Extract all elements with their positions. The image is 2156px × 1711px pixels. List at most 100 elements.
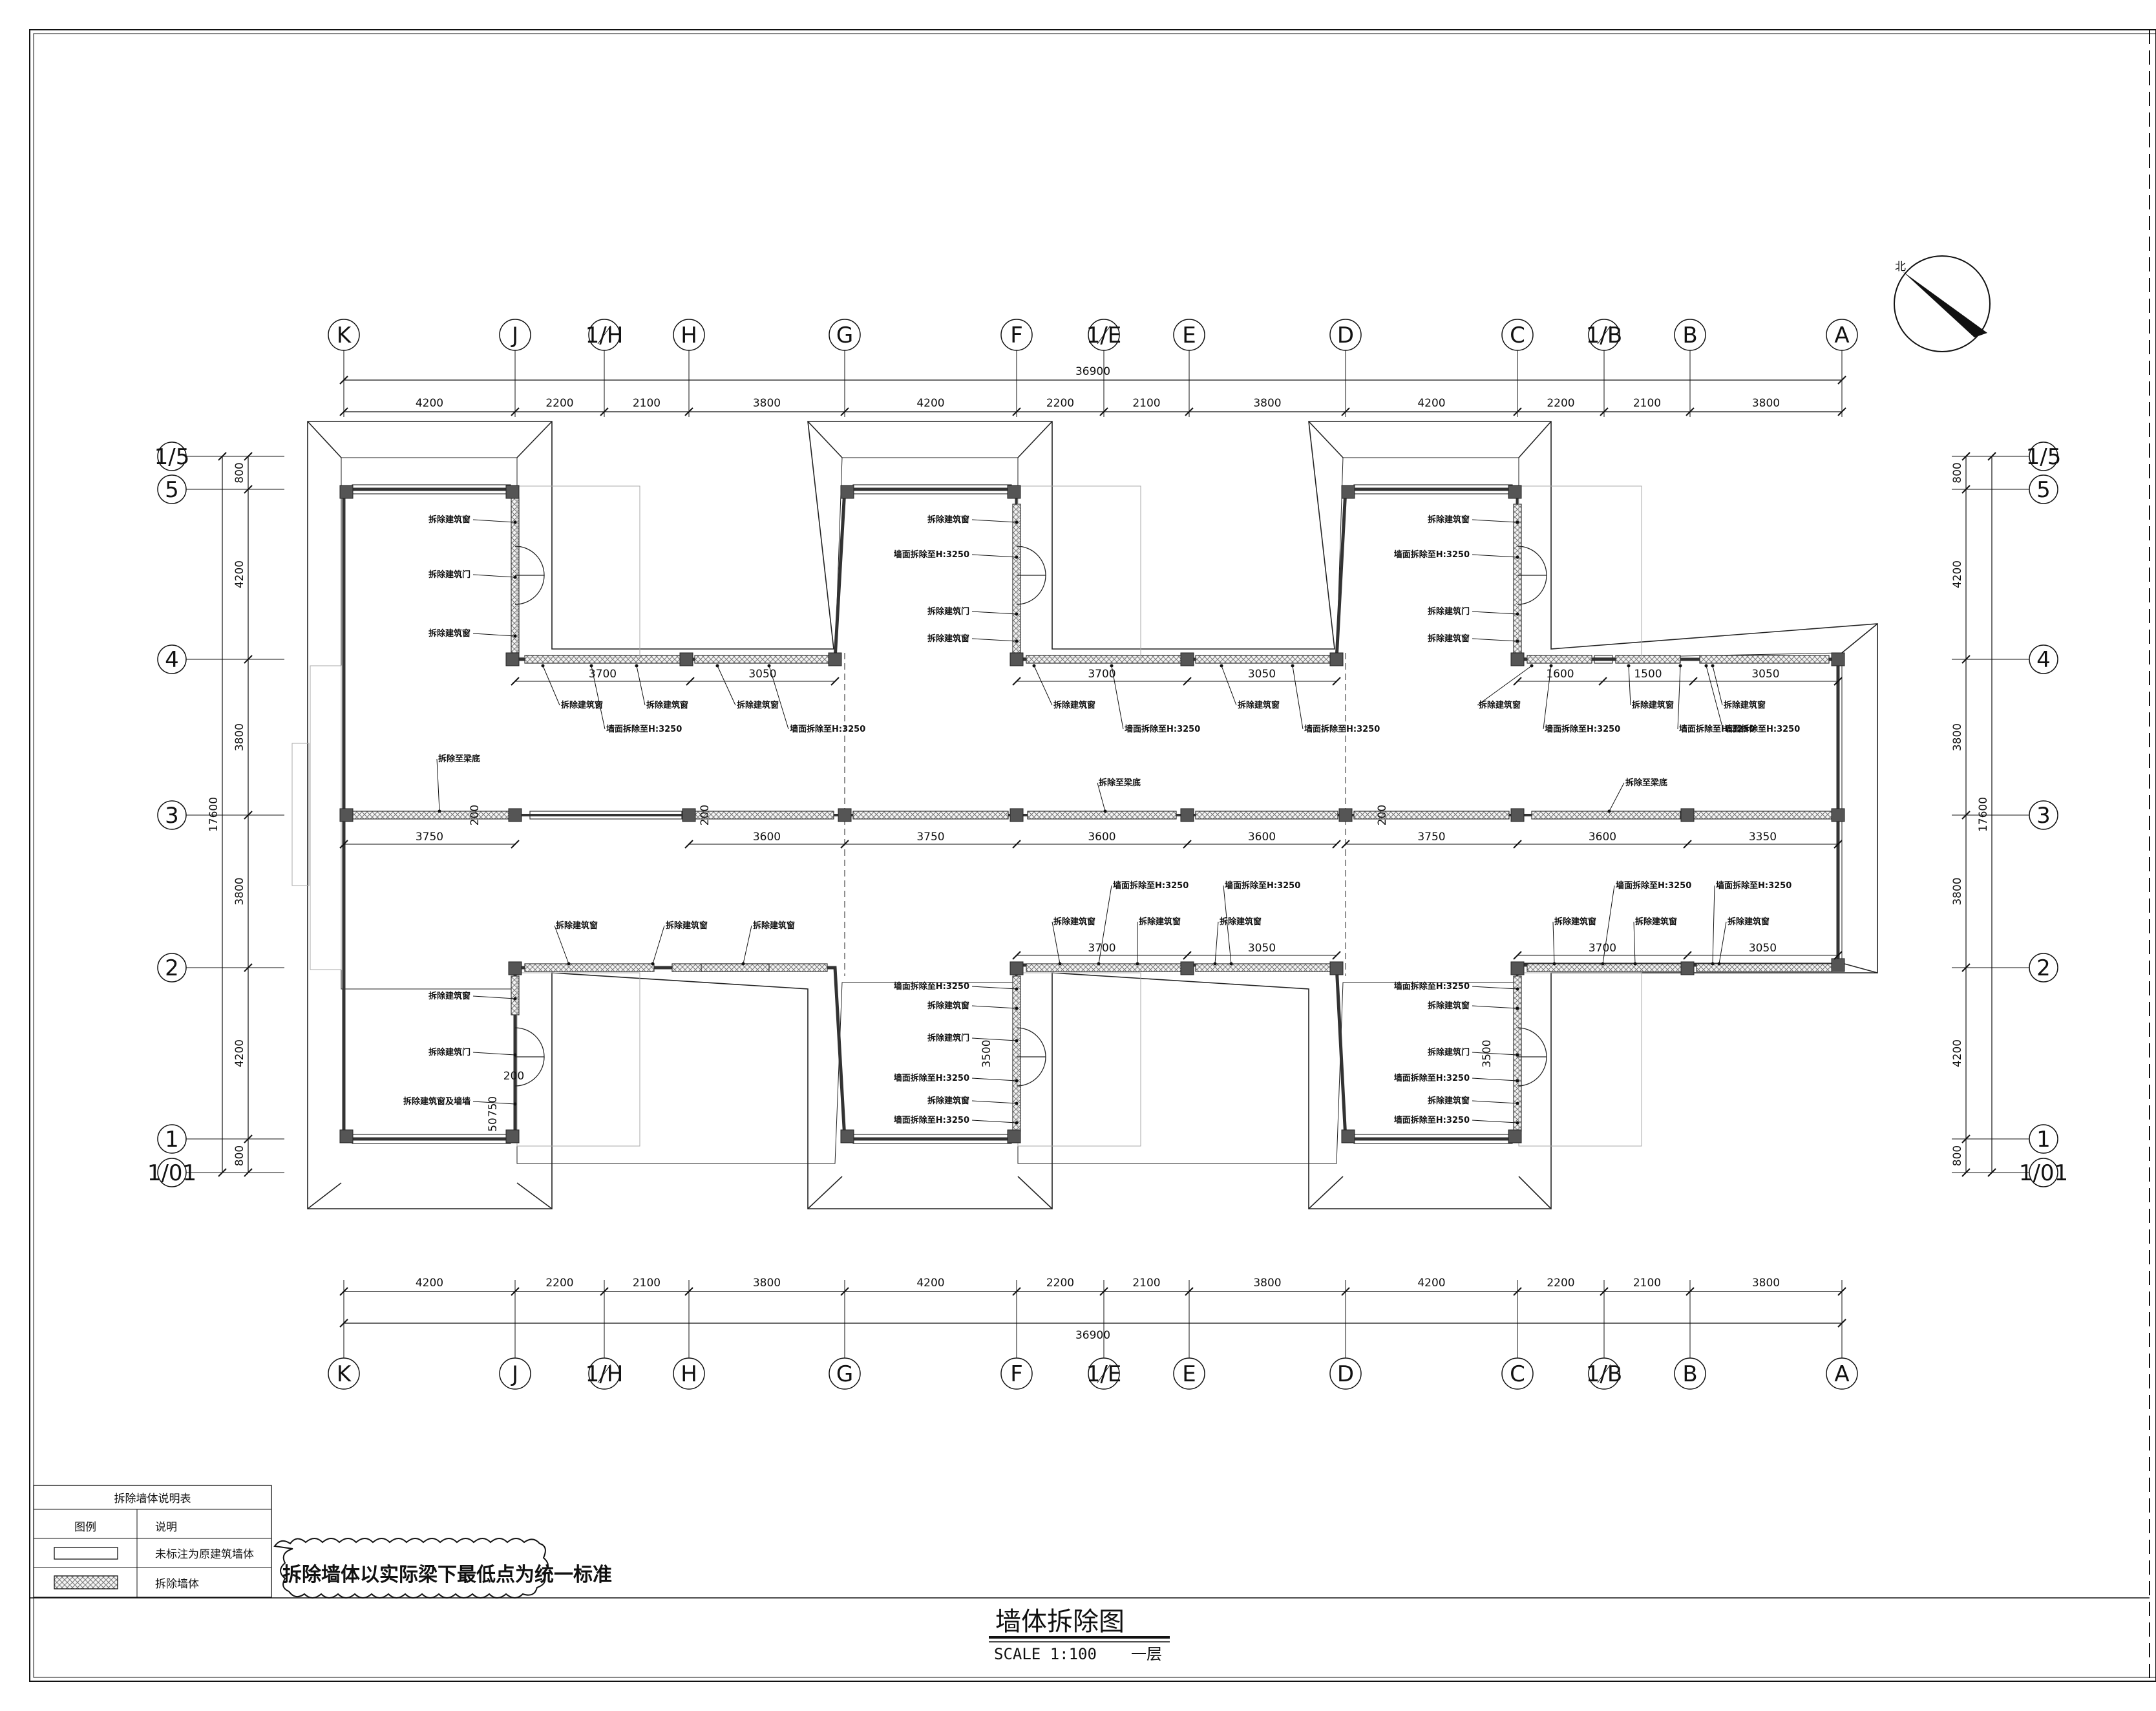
dimension-value: 3700 xyxy=(1589,942,1616,955)
axis-bubble-J-bottom: J xyxy=(499,1357,531,1390)
axis-bubble-1-5-right: 1/5 xyxy=(2026,441,2061,471)
axis-label: A xyxy=(1834,1361,1849,1387)
axis-bubble-4-left: 4 xyxy=(157,644,187,674)
axis-label: 1/01 xyxy=(2019,1160,2068,1186)
annotation-wall: 墙面拆除至H:3250 xyxy=(1394,1115,1519,1125)
courtyard-lines xyxy=(291,485,1642,1147)
annotation-text: 拆除建筑窗 xyxy=(666,920,708,931)
axis-bubble-4-right: 4 xyxy=(2029,644,2058,674)
annotation-text: 拆除建筑门 xyxy=(927,1033,969,1043)
windows xyxy=(352,484,1613,1144)
dimension-value: 3050 xyxy=(1751,668,1779,681)
legend-demolition-wall-text: 拆除墙体 xyxy=(155,1578,199,1591)
dimension-value: 3800 xyxy=(1253,1277,1281,1290)
title-block: 墙体拆除图 SCALE 1:100 一层 xyxy=(989,1607,1170,1663)
dimension-value: 3800 xyxy=(233,877,246,905)
annotation-window: 拆除建筑窗 xyxy=(1717,917,1770,966)
axis-bubble-A-bottom: A xyxy=(1826,1357,1858,1390)
dimension-value: 3800 xyxy=(1752,397,1780,410)
annotation-wall: 墙面拆除至H:3250 xyxy=(1711,880,1791,966)
axis-label: J xyxy=(511,1361,518,1387)
axis-bubble-1-01-left: 1/01 xyxy=(147,1158,196,1187)
annotation-text: 拆除建筑窗 xyxy=(1428,1001,1470,1011)
axis-label: D xyxy=(1337,323,1354,348)
annotation-text: 墙面拆除至H:3250 xyxy=(1125,724,1200,734)
annotation-text: 拆除建筑窗 xyxy=(927,515,969,525)
dimension-value: 800 xyxy=(233,462,246,483)
annotation-window: 拆除建筑窗 xyxy=(1428,515,1519,525)
dimension-value: 3600 xyxy=(1088,831,1115,844)
annotation-text: 墙面拆除至H:3250 xyxy=(1113,880,1189,891)
axis-label: 5 xyxy=(165,477,179,503)
north-arrow: 北 xyxy=(1894,255,1991,352)
annotation-door: 拆除建筑门 xyxy=(927,606,1019,617)
axis-label: F xyxy=(1010,323,1023,348)
annotation-text: 拆除建筑窗 xyxy=(1554,917,1596,927)
annotation-text: 拆除建筑窗 xyxy=(927,1096,969,1106)
annotation-window: 拆除建筑窗 xyxy=(927,1096,1019,1106)
annotation-text: 拆除建筑窗 xyxy=(428,515,470,525)
annotation-text: 拆除建筑窗 xyxy=(753,920,795,931)
axis-bubble-1-5-left: 1/5 xyxy=(154,441,189,471)
axis-label: H xyxy=(681,1361,697,1387)
axis-bubble-K-bottom: K xyxy=(328,1357,360,1390)
axis-bubble-G-bottom: G xyxy=(829,1357,861,1390)
note-text: 拆除墙体以实际梁下最低点为统一标准 xyxy=(282,1564,612,1586)
axis-label: B xyxy=(1682,1361,1697,1387)
annotation-window: 拆除建筑窗 xyxy=(715,664,779,710)
annotation-text: 拆除建筑窗 xyxy=(1139,917,1181,927)
annotation-text: 墙面拆除至H:3250 xyxy=(1716,880,1791,891)
dimension-value: 800 xyxy=(1951,462,1964,483)
annotation-wall: 墙面拆除至H:3250 xyxy=(1394,549,1519,560)
axis-bubble-H-bottom: H xyxy=(673,1357,705,1390)
annotation-text: 墙面拆除至H:3250 xyxy=(1616,880,1691,891)
dimension-value: 200 xyxy=(699,805,712,825)
dimension-value: 3050 xyxy=(1248,942,1276,955)
dimension-total: 17600 xyxy=(207,797,220,832)
annotation-window: 拆除建筑窗 xyxy=(635,664,688,710)
dimension-value: 1500 xyxy=(1634,668,1662,681)
annotation-text: 拆除建筑窗 xyxy=(1632,700,1674,710)
north-label: 北 xyxy=(1895,260,1906,273)
floor-plan xyxy=(291,421,1878,1209)
dimension-value: 800 xyxy=(1951,1145,1964,1166)
axis-label: K xyxy=(337,323,352,348)
annotation-text: 墙面拆除至H:3250 xyxy=(1394,1073,1470,1083)
axis-bubble-1-left: 1 xyxy=(157,1124,187,1154)
legend-col-symbol: 图例 xyxy=(74,1521,96,1534)
dimension-value: 2200 xyxy=(1046,397,1074,410)
dimension-value: 4200 xyxy=(233,1039,246,1067)
dimension-value: 3800 xyxy=(753,1277,781,1290)
axis-label: B xyxy=(1682,323,1697,348)
axis-label: 1/E xyxy=(1086,1361,1122,1387)
axis-label: C xyxy=(1510,1361,1525,1387)
annotation-text: 拆除建筑窗 xyxy=(646,700,688,710)
axis-label: 1 xyxy=(2036,1127,2051,1153)
axis-label: 3 xyxy=(2036,803,2051,829)
axis-bubble-C-top: C xyxy=(1501,319,1534,351)
axis-label: 3 xyxy=(165,803,179,829)
annotation-door: 拆除建筑门 xyxy=(428,1047,517,1057)
annotation-text: 拆除建筑窗 xyxy=(428,991,470,1001)
axis-label: 4 xyxy=(2036,647,2051,673)
axis-bubble-B-top: B xyxy=(1674,319,1706,351)
dimension-total: 17600 xyxy=(1977,797,1990,832)
axis-label: G xyxy=(836,323,853,348)
axis-bubble-G-top: G xyxy=(829,319,861,351)
annotation-wall: 墙面拆除至H:3250 xyxy=(1097,880,1189,966)
axis-bubble-1-E-bottom: 1/E xyxy=(1086,1357,1122,1390)
axis-label: 1/B xyxy=(1586,323,1622,348)
annotation-window: 拆除建筑窗 xyxy=(1477,664,1534,710)
annotation-door: 拆除建筑门 xyxy=(428,569,517,580)
axis-label: 1 xyxy=(165,1127,179,1153)
annotation-window: 拆除建筑窗 xyxy=(741,920,795,966)
annotation-text: 拆除至梁底 xyxy=(438,754,480,764)
annotation-beam: 拆除至梁底 xyxy=(1097,778,1141,813)
axis-bubble-B-bottom: B xyxy=(1674,1357,1706,1390)
annotation-window: 拆除建筑窗 xyxy=(1052,917,1095,966)
